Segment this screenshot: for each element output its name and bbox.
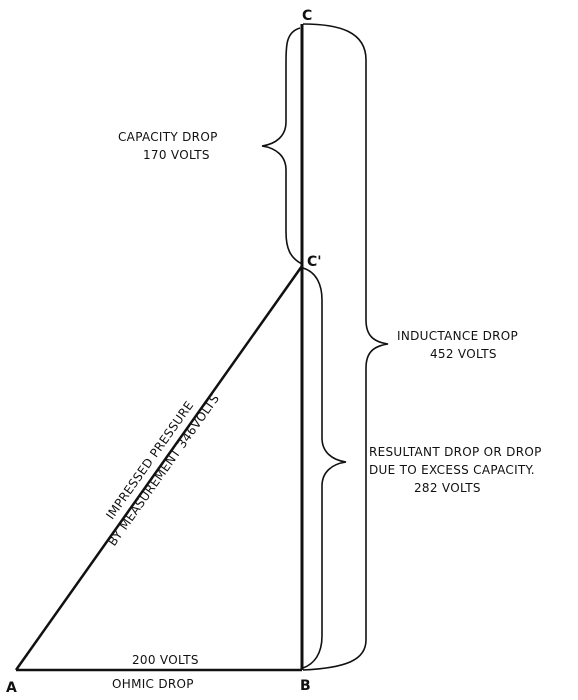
capacity-drop-value: 170 VOLTS [143,148,210,162]
resultant-drop-line1: RESULTANT DROP OR DROP [369,445,542,459]
point-a-label: A [6,680,17,696]
resultant-drop-value: 282 VOLTS [414,481,481,495]
inductance-brace [302,23,389,671]
impressed-pressure-value: BY MEASUREMENT 346VOLTS [105,392,222,549]
point-c-prime-label: C' [307,254,322,270]
capacity-brace [261,27,303,265]
capacity-drop-title: CAPACITY DROP [118,130,218,144]
line-ac-prime [14,265,304,671]
point-c-label: C [302,8,312,24]
ohmic-drop-label: OHMIC DROP [112,677,194,691]
point-b-label: B [300,678,311,694]
inductance-drop-value: 452 VOLTS [430,347,497,361]
resultant-drop-line2: DUE TO EXCESS CAPACITY. [369,463,535,477]
inductance-drop-title: INDUCTANCE DROP [397,329,518,343]
impressed-pressure-title: IMPRESSED PRESSURE [103,398,196,522]
resultant-brace [302,267,347,669]
ohmic-volts-label: 200 VOLTS [132,653,199,667]
